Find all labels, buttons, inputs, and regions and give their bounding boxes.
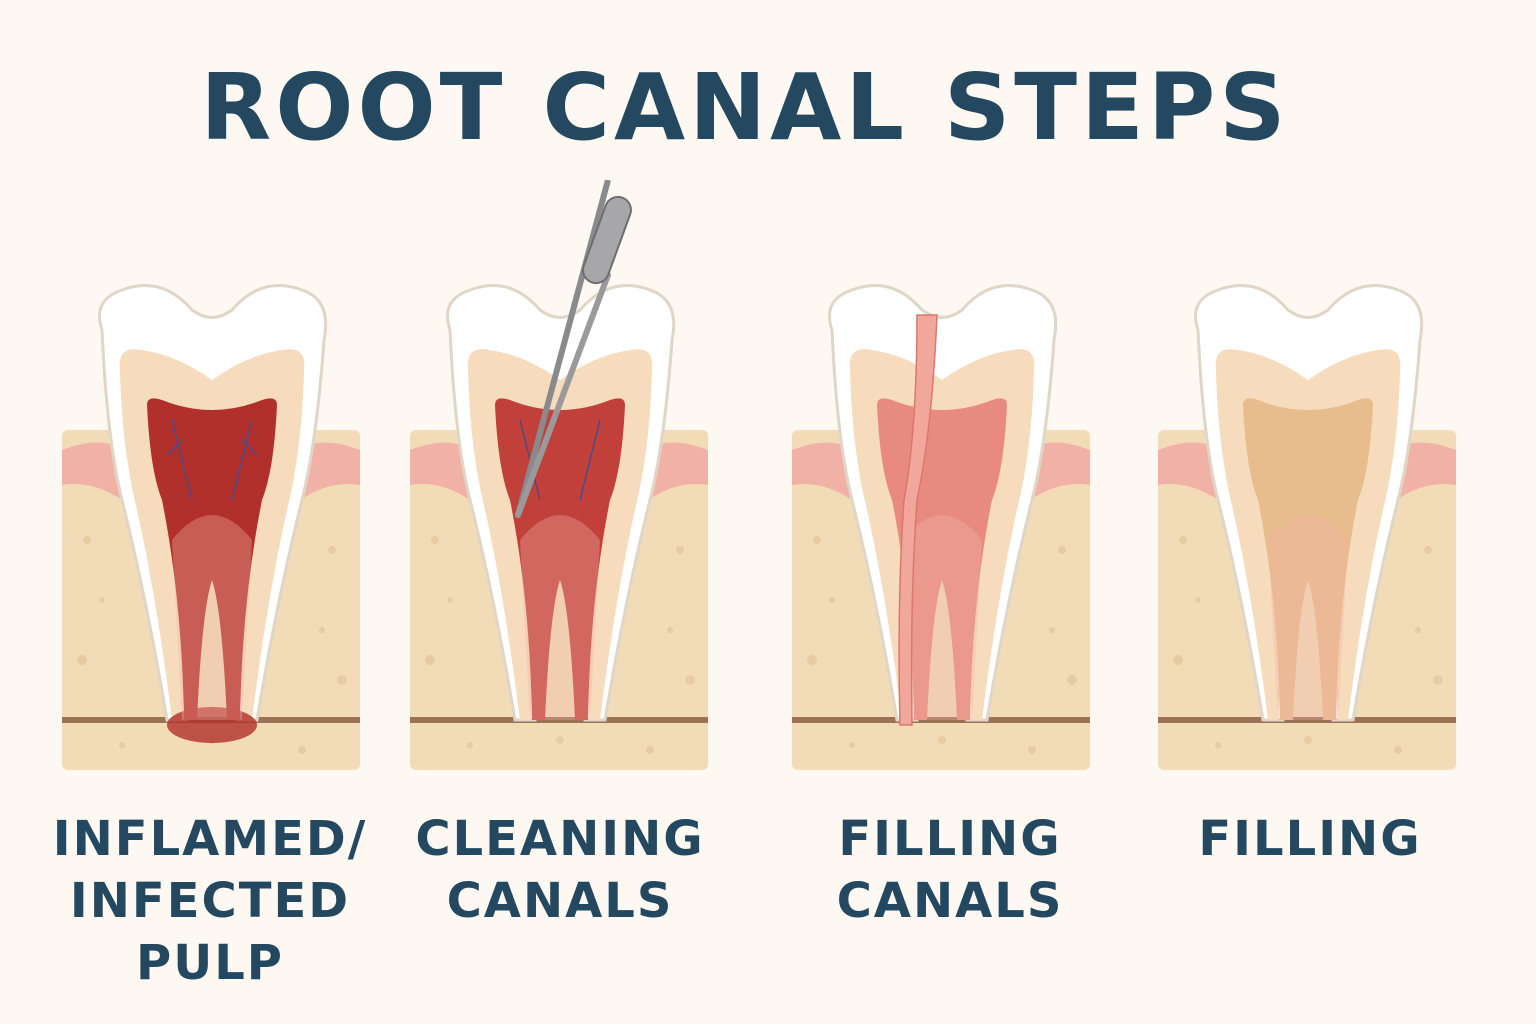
cleaning-instrument [515,180,632,518]
caption-filling: FILLING [1150,808,1470,870]
gum-left [792,442,852,500]
caption-line: INFECTED [69,873,351,929]
gum-right [300,442,360,500]
tooth-diagram-filling [1158,284,1456,770]
gum-left [410,442,470,500]
pulp-infected [147,398,277,720]
bone-texture [1173,536,1443,754]
tooth-diagram-cleaning [410,180,708,770]
bone-texture [807,536,1077,754]
inter-root-gum [902,515,982,720]
tooth-diagram-filling-canals [792,284,1090,770]
caption-line: FILLING [1198,811,1422,867]
bone-texture [425,536,695,754]
inter-root-gum [172,515,252,720]
caption-filling-canals: FILLING CANALS [790,808,1110,932]
gum-right [1396,442,1456,500]
caption-line: FILLING [838,811,1062,867]
gutta-percha-cone [898,314,938,726]
inter-root-gum [1268,515,1348,720]
step-panel-filling-canals [792,180,1092,770]
blood-vessels [166,419,258,501]
step-panel-filling [1158,180,1458,770]
caption-cleaning: CLEANING CANALS [400,808,720,932]
caption-line: CANALS [836,873,1064,929]
infection-abscess [167,707,257,743]
gum-right [1030,442,1090,500]
step-panel-inflamed [62,180,362,770]
gum-left [62,442,122,500]
gum-right [648,442,708,500]
page-title: ROOT CANAL STEPS [200,54,1290,161]
caption-line: INFLAMED/ [52,811,368,867]
caption-inflamed: INFLAMED/ INFECTED PULP [50,808,370,994]
caption-line: PULP [136,935,284,991]
caption-line: CANALS [446,873,674,929]
tooth-diagram-inflamed [62,284,360,770]
bone-texture [77,536,347,754]
pulp-filled [1243,398,1373,720]
inter-root-gum [520,515,600,720]
step-panel-cleaning [410,180,710,770]
gum-left [1158,442,1218,500]
caption-line: CLEANING [415,811,705,867]
